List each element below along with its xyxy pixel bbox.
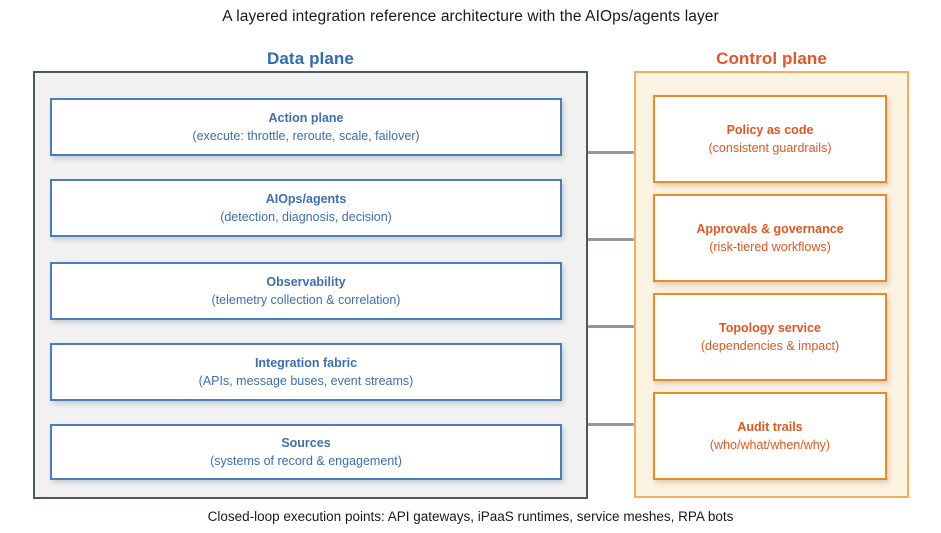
- layer-subtitle: (who/what/when/why): [709, 437, 831, 452]
- layer-box-observability[interactable]: Observability (telemetry collection & co…: [50, 262, 562, 320]
- layer-box-approvals-governance[interactable]: Approvals & governance (risk-tiered work…: [653, 194, 887, 282]
- layer-title: Topology service: [719, 321, 821, 335]
- layer-subtitle: (risk-tiered workflows): [709, 239, 831, 254]
- layer-title: Policy as code: [726, 123, 814, 137]
- connector-approvals-governance: [588, 238, 634, 241]
- layer-title: Observability: [266, 275, 346, 289]
- data-plane-header: Data plane: [267, 49, 354, 68]
- layer-subtitle: (detection, diagnosis, decision): [220, 209, 392, 224]
- layer-title: AIOps/agents: [265, 192, 347, 206]
- layer-box-audit-trails[interactable]: Audit trails (who/what/when/why): [653, 392, 887, 480]
- page-title: A layered integration reference architec…: [222, 8, 719, 25]
- layer-box-aiops-agents[interactable]: AIOps/agents (detection, diagnosis, deci…: [50, 179, 562, 237]
- layer-title: Approvals & governance: [696, 222, 844, 236]
- connector-audit-trails: [588, 423, 634, 426]
- layer-box-policy-as-code[interactable]: Policy as code (consistent guardrails): [653, 95, 887, 183]
- layer-subtitle: (consistent guardrails): [708, 140, 832, 155]
- layer-box-action-plane[interactable]: Action plane (execute: throttle, reroute…: [50, 98, 562, 156]
- layer-box-topology-service[interactable]: Topology service (dependencies & impact): [653, 293, 887, 381]
- layer-subtitle: (execute: throttle, reroute, scale, fail…: [192, 128, 420, 143]
- layer-subtitle: (telemetry collection & correlation): [211, 292, 401, 307]
- layer-subtitle: (systems of record & engagement): [210, 453, 402, 468]
- layer-box-integration-fabric[interactable]: Integration fabric (APIs, message buses,…: [50, 343, 562, 401]
- layer-title: Action plane: [268, 111, 344, 125]
- layer-subtitle: (dependencies & impact): [700, 338, 840, 353]
- layer-title: Audit trails: [737, 420, 803, 434]
- control-plane-header: Control plane: [716, 49, 827, 68]
- footer-caption: Closed-loop execution points: API gatewa…: [207, 509, 734, 524]
- layer-title: Sources: [281, 436, 331, 450]
- layer-box-sources[interactable]: Sources (systems of record & engagement): [50, 424, 562, 480]
- connector-policy-as-code: [588, 151, 634, 154]
- layer-subtitle: (APIs, message buses, event streams): [198, 373, 414, 388]
- layer-title: Integration fabric: [254, 356, 358, 370]
- connector-topology-service: [588, 325, 634, 328]
